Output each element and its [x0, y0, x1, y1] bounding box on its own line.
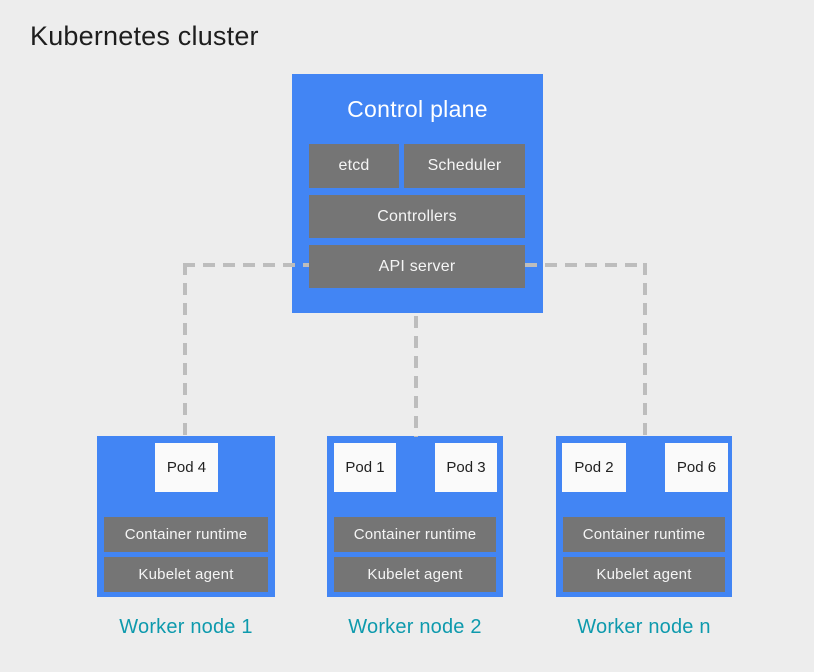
worker-node-2-box: Pod 1 Pod 3 Container runtime Kubelet ag…: [327, 436, 503, 597]
worker-node-n-box: Pod 2 Pod 6 Container runtime Kubelet ag…: [556, 436, 732, 597]
controllers-box: Controllers: [309, 195, 525, 238]
scheduler-box: Scheduler: [404, 144, 525, 188]
diagram-title: Kubernetes cluster: [30, 21, 259, 51]
kubelet-agent-box: Kubelet agent: [104, 557, 268, 592]
worker-node-2-label: Worker node 2: [348, 616, 482, 638]
container-runtime-box: Container runtime: [563, 517, 725, 552]
kubelet-agent-box: Kubelet agent: [563, 557, 725, 592]
control-plane-box: Control plane etcd Scheduler Controllers…: [292, 74, 543, 313]
pod-2-box: Pod 2: [562, 443, 626, 492]
pod-4-box: Pod 4: [155, 443, 218, 492]
pod-1-box: Pod 1: [334, 443, 396, 492]
api-server-box: API server: [309, 245, 525, 288]
container-runtime-box: Container runtime: [104, 517, 268, 552]
connector-apiserver-to-noden-horizontal: [525, 263, 647, 267]
worker-node-1-box: Pod 4 Container runtime Kubelet agent: [97, 436, 275, 597]
connector-apiserver-to-node1-horizontal: [183, 263, 309, 267]
worker-node-1-label: Worker node 1: [119, 616, 253, 638]
container-runtime-box: Container runtime: [334, 517, 496, 552]
pod-6-box: Pod 6: [665, 443, 728, 492]
kubelet-agent-box: Kubelet agent: [334, 557, 496, 592]
etcd-box: etcd: [309, 144, 399, 188]
control-plane-title: Control plane: [347, 96, 488, 122]
connector-apiserver-to-noden-vertical: [643, 263, 647, 437]
worker-node-n-label: Worker node n: [577, 616, 711, 638]
connector-controlplane-to-node2-vertical: [414, 316, 418, 437]
pod-3-box: Pod 3: [435, 443, 497, 492]
connector-apiserver-to-node1-vertical: [183, 263, 187, 437]
